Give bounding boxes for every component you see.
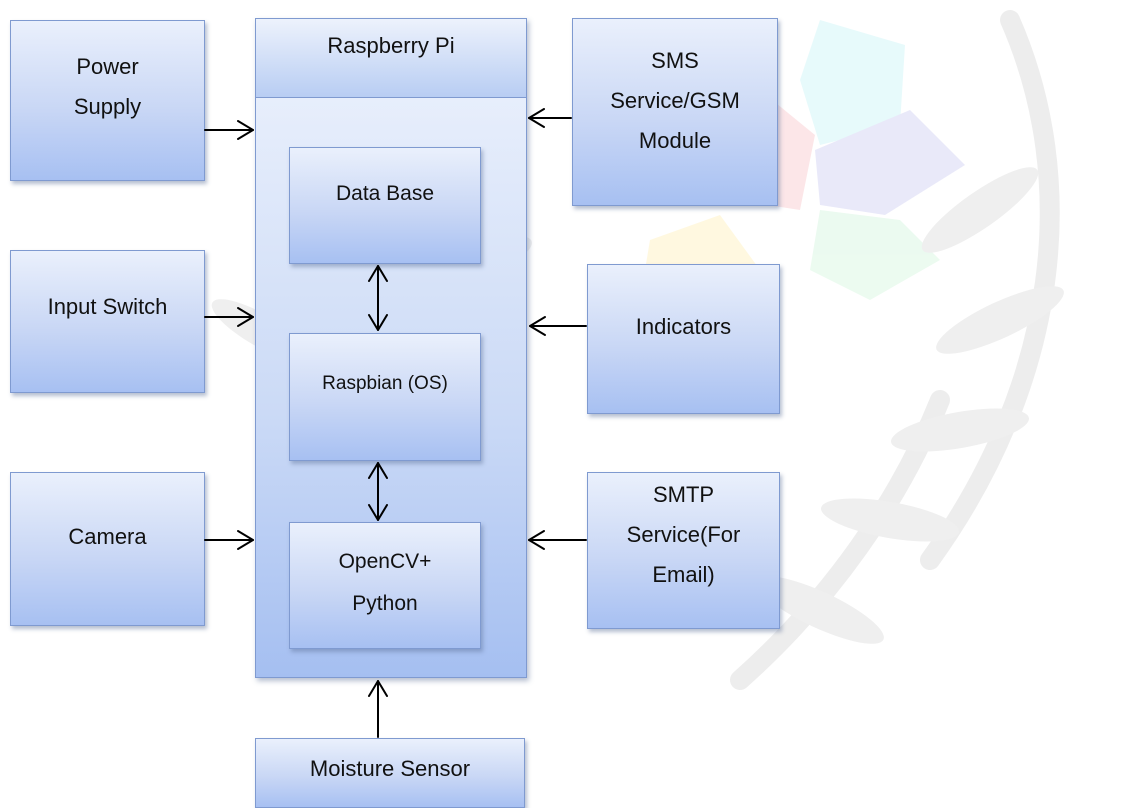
- power-supply-block: Power Supply: [10, 20, 205, 181]
- power-supply-label: Power Supply: [73, 54, 142, 119]
- opencv-python-block: OpenCV+ Python: [289, 522, 481, 649]
- smtp-label: SMTP Service(For Email): [626, 482, 741, 587]
- input-switch-label: Input Switch: [47, 294, 168, 319]
- raspberry-pi-header: Raspberry Pi: [255, 18, 527, 98]
- raspberry-pi-title: Raspberry Pi: [327, 33, 455, 58]
- moisture-sensor-label: Moisture Sensor: [309, 756, 471, 781]
- input-switch-block: Input Switch: [10, 250, 205, 393]
- moisture-sensor-block: Moisture Sensor: [255, 738, 525, 808]
- camera-label: Camera: [68, 524, 147, 549]
- sms-gsm-block: SMS Service/GSM Module: [572, 18, 778, 206]
- database-block: Data Base: [289, 147, 481, 264]
- smtp-block: SMTP Service(For Email): [587, 472, 780, 629]
- camera-block: Camera: [10, 472, 205, 626]
- raspbian-os-label: Raspbian (OS): [322, 373, 448, 394]
- opencv-python-label: OpenCV+ Python: [338, 550, 432, 615]
- sms-gsm-label: SMS Service/GSM Module: [610, 48, 740, 153]
- indicators-block: Indicators: [587, 264, 780, 414]
- database-label: Data Base: [335, 182, 435, 205]
- indicators-label: Indicators: [635, 314, 732, 339]
- raspbian-os-block: Raspbian (OS): [289, 333, 481, 461]
